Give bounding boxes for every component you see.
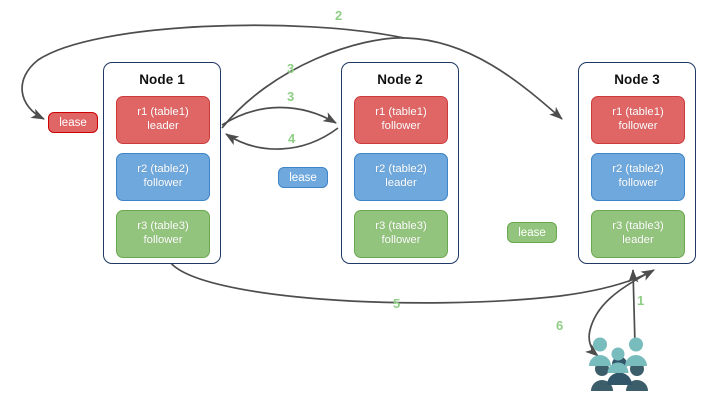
replica-role: follower bbox=[381, 120, 421, 132]
replica-role: leader bbox=[622, 234, 654, 246]
lease-label: lease bbox=[289, 171, 317, 184]
node-container-node1: Node 1 r1 (table1) leader r2 (table2) fo… bbox=[103, 62, 221, 264]
replica-name: r1 (table1) bbox=[612, 106, 664, 119]
arrow-step-2 bbox=[21, 24, 405, 120]
replica-r2-node2[interactable]: r2 (table2) leader bbox=[354, 153, 448, 201]
replica-name: r3 (table3) bbox=[375, 220, 427, 233]
replica-role: leader bbox=[147, 120, 179, 132]
arrow-step-5 bbox=[169, 261, 655, 304]
step-label-6: 6 bbox=[556, 318, 564, 333]
lease-chip-green[interactable]: lease bbox=[507, 222, 557, 243]
step-label-4: 4 bbox=[288, 131, 296, 146]
step-label-3b: 3 bbox=[287, 89, 295, 104]
lease-chip-red[interactable]: lease bbox=[48, 112, 98, 133]
replica-role: leader bbox=[385, 177, 417, 189]
lease-chip-blue[interactable]: lease bbox=[278, 167, 328, 188]
step-label-5: 5 bbox=[393, 296, 401, 311]
arrow-step-1 bbox=[628, 268, 639, 346]
replica-role: follower bbox=[618, 120, 658, 132]
replica-name: r2 (table2) bbox=[137, 163, 189, 176]
replica-r3-node3[interactable]: r3 (table3) leader bbox=[591, 210, 685, 258]
replica-r2-node1[interactable]: r2 (table2) follower bbox=[116, 153, 210, 201]
replica-name: r1 (table1) bbox=[375, 106, 427, 119]
arrow-step-3-to-node3 bbox=[221, 37, 563, 129]
arrow-step-6 bbox=[585, 271, 651, 357]
replica-r2-node3[interactable]: r2 (table2) follower bbox=[591, 153, 685, 201]
replica-role: follower bbox=[143, 234, 183, 246]
replica-r3-node1[interactable]: r3 (table3) follower bbox=[116, 210, 210, 258]
lease-label: lease bbox=[518, 226, 546, 239]
replica-name: r1 (table1) bbox=[137, 106, 189, 119]
replica-role: follower bbox=[618, 177, 658, 189]
node-title: Node 2 bbox=[377, 72, 423, 87]
step-label-1: 1 bbox=[637, 293, 645, 308]
node-container-node3: Node 3 r1 (table1) follower r2 (table2) … bbox=[578, 62, 696, 264]
replica-r3-node2[interactable]: r3 (table3) follower bbox=[354, 210, 448, 258]
arrow-step-4-node2-to-node1 bbox=[225, 127, 339, 150]
replica-r1-node3[interactable]: r1 (table1) follower bbox=[591, 96, 685, 144]
step-label-3a: 3 bbox=[287, 61, 295, 76]
replica-r1-node2[interactable]: r1 (table1) follower bbox=[354, 96, 448, 144]
lease-label: lease bbox=[59, 116, 87, 129]
arrow-step-3-node1-to-node2 bbox=[221, 106, 337, 126]
replica-name: r2 (table2) bbox=[612, 163, 664, 176]
node-container-node2: Node 2 r1 (table1) follower r2 (table2) … bbox=[341, 62, 459, 264]
replica-role: follower bbox=[143, 177, 183, 189]
step-label-2: 2 bbox=[335, 8, 343, 23]
node-title: Node 3 bbox=[614, 72, 660, 87]
replica-name: r3 (table3) bbox=[612, 220, 664, 233]
replica-name: r3 (table3) bbox=[137, 220, 189, 233]
replica-r1-node1[interactable]: r1 (table1) leader bbox=[116, 96, 210, 144]
node-title: Node 1 bbox=[139, 72, 185, 87]
replica-name: r2 (table2) bbox=[375, 163, 427, 176]
replica-role: follower bbox=[381, 234, 421, 246]
